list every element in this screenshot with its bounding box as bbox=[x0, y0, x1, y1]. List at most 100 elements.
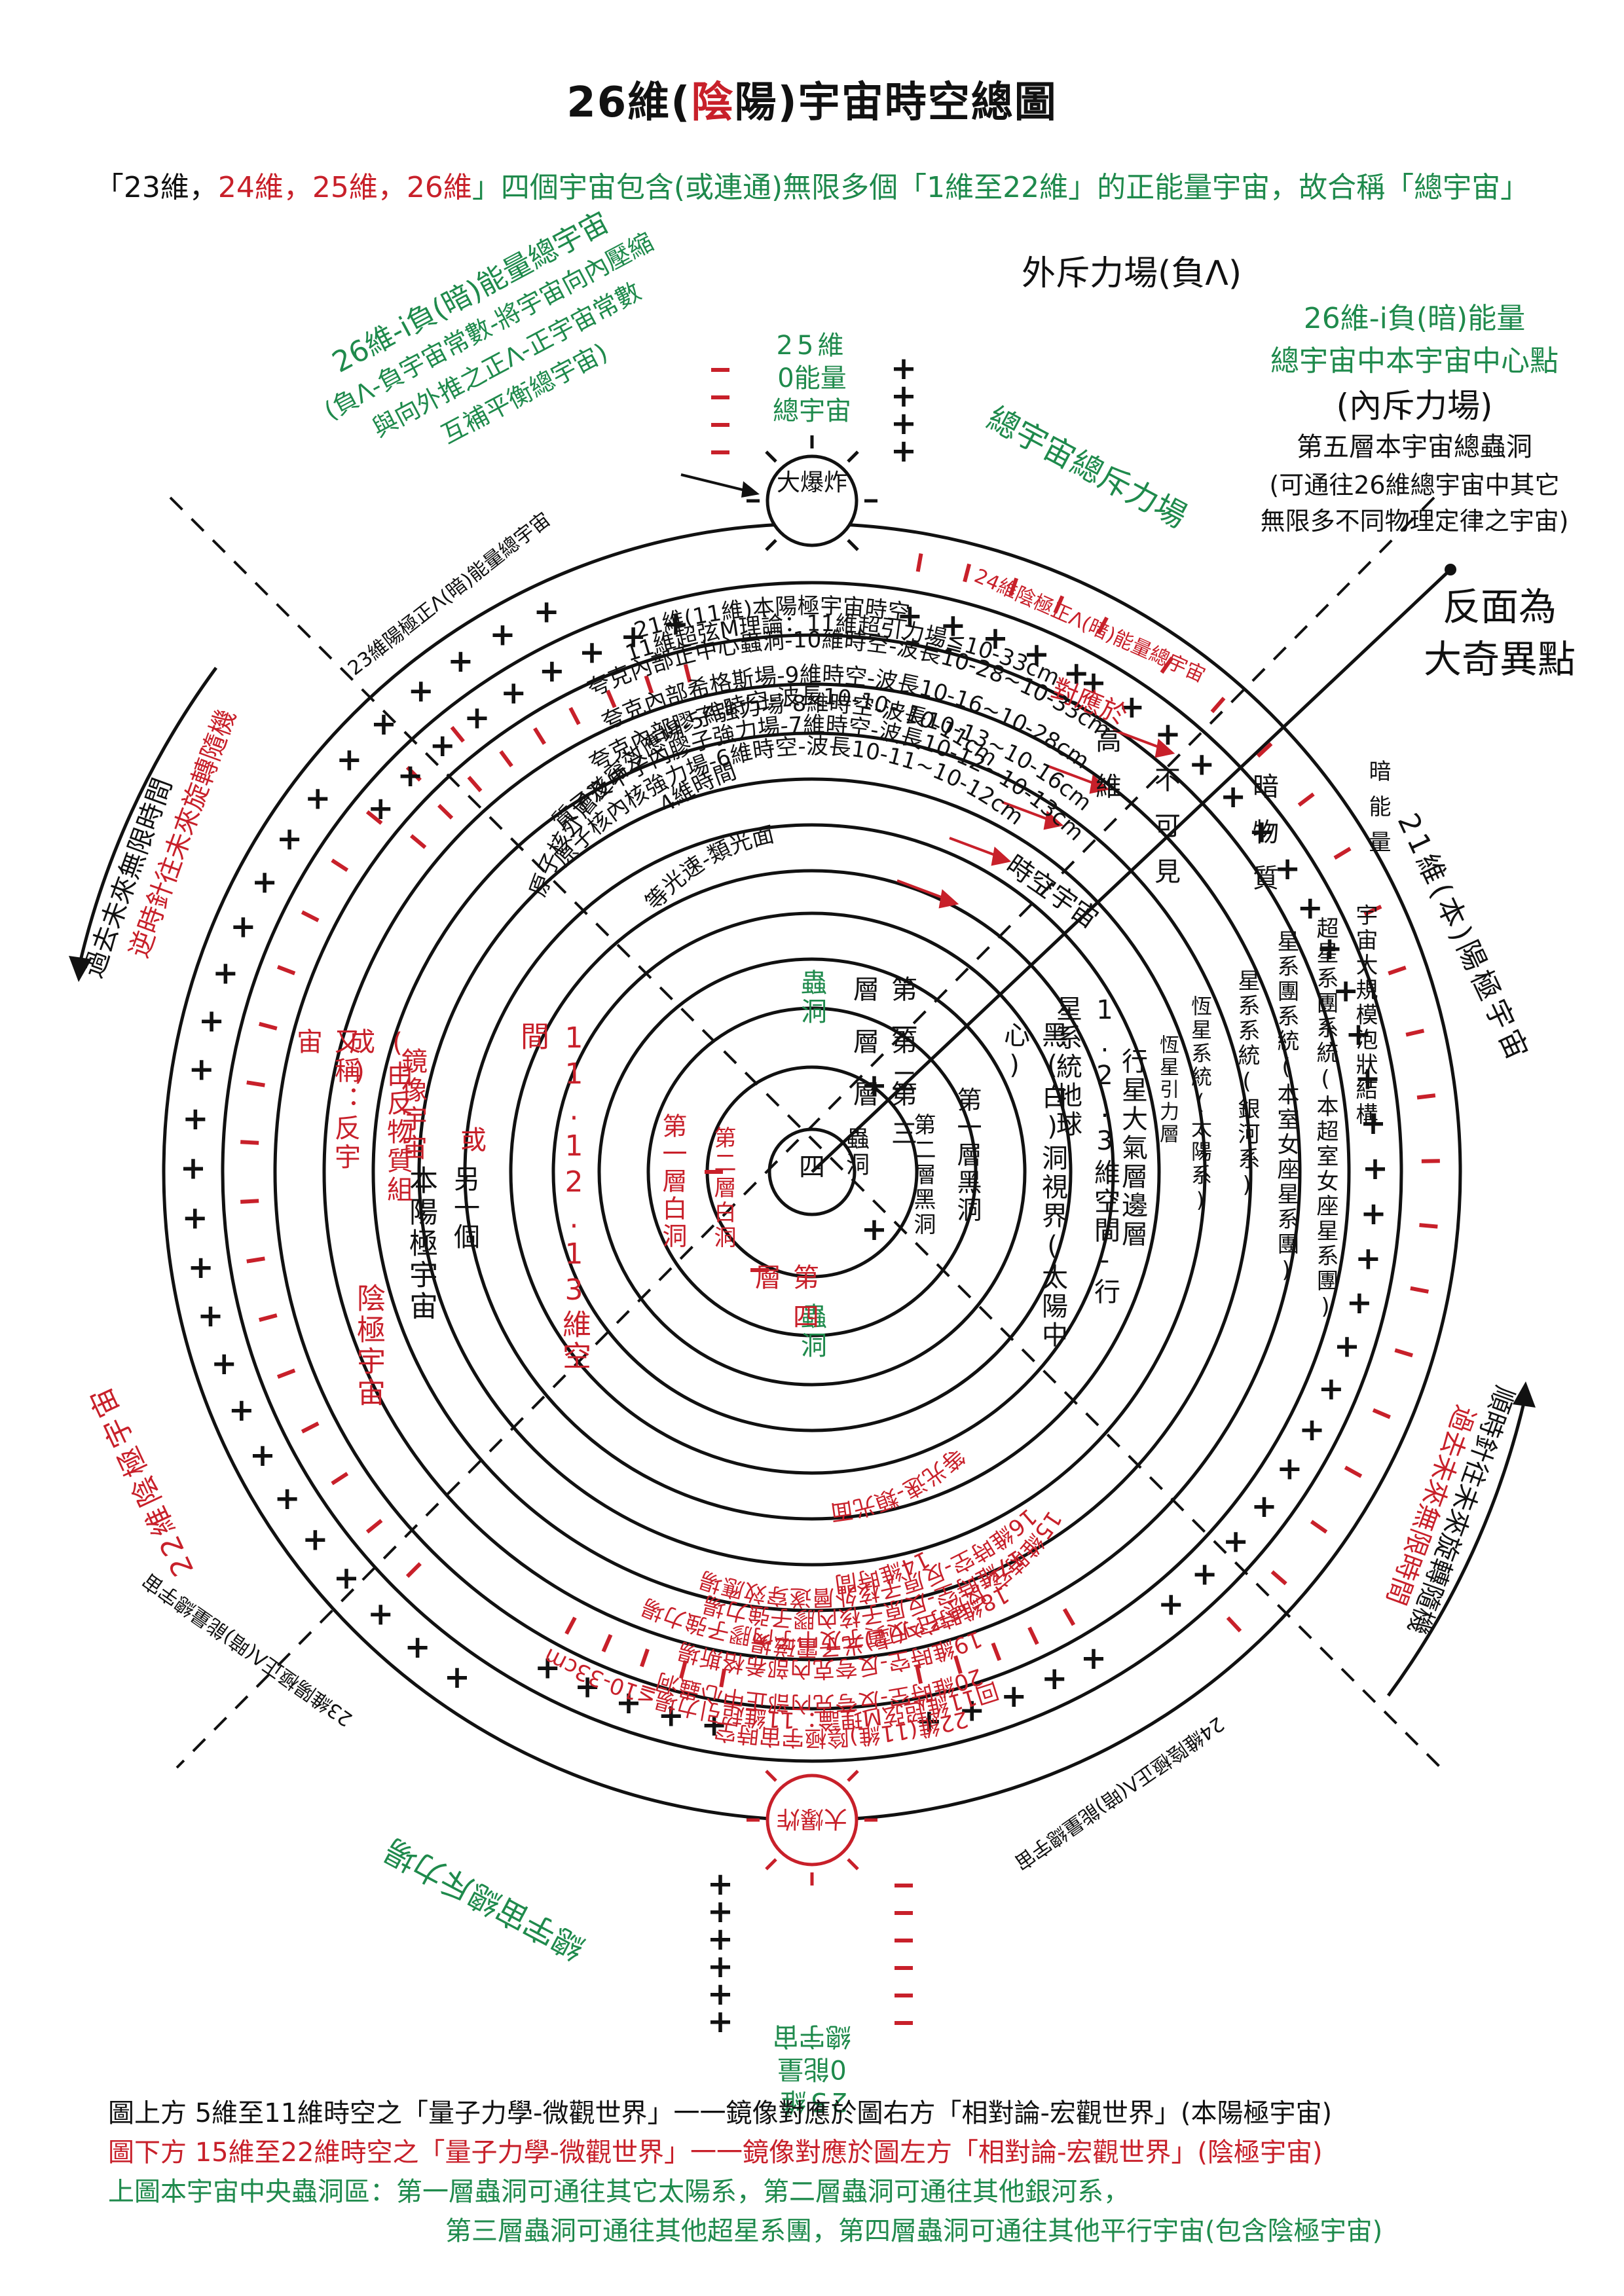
minus-mark bbox=[450, 725, 465, 743]
plus-mark: + bbox=[891, 433, 917, 469]
plus-mark: + bbox=[1251, 1488, 1277, 1525]
minus-mark bbox=[499, 750, 513, 768]
plus-mark: + bbox=[230, 909, 256, 945]
dims-label: 1.2.3維空間-行星系統地球 bbox=[1052, 995, 1120, 1307]
ring-9 bbox=[551, 911, 1073, 1432]
plus-mark: + bbox=[707, 1893, 733, 1930]
plus-mark: + bbox=[534, 1649, 561, 1686]
minus-mark bbox=[991, 1642, 1002, 1662]
plus-mark: + bbox=[707, 1976, 733, 2013]
tr-line-3: (內斥力場) bbox=[1336, 387, 1493, 425]
plus-mark: + bbox=[982, 620, 1008, 657]
footer-line-1: 圖上方 5維至11維時空之「量子力學-微觀世界」一一鏡像對應於圖右方「相對論-宏… bbox=[108, 2098, 1333, 2128]
plus-mark: + bbox=[1345, 1016, 1371, 1053]
minus-mark bbox=[915, 553, 923, 572]
tr-line-4: 第五層本宇宙總蟲洞 bbox=[1297, 432, 1532, 462]
plus-mark: + bbox=[302, 1521, 328, 1558]
plus-mark: + bbox=[333, 1559, 360, 1596]
plus-mark: + bbox=[574, 1669, 600, 1705]
plus-mark: + bbox=[444, 1659, 470, 1696]
minus-mark bbox=[246, 1080, 265, 1087]
title-suffix: 陽)宇宙時空總圖 bbox=[734, 79, 1058, 127]
ring-core bbox=[767, 1127, 857, 1216]
title-highlight: 陰 bbox=[691, 79, 735, 127]
plus-mark: + bbox=[500, 675, 526, 712]
minus-mark bbox=[1053, 595, 1065, 614]
left-red-4: 另一個 bbox=[449, 1165, 479, 1252]
plus-mark: + bbox=[891, 405, 917, 442]
plus-mark: + bbox=[182, 1199, 208, 1236]
page-title: 26維(陰陽)宇宙時空總圖 bbox=[0, 69, 1624, 129]
ring-2 bbox=[221, 581, 1403, 1763]
plus-mark: + bbox=[1001, 1678, 1027, 1715]
plus-mark: + bbox=[616, 1685, 642, 1721]
plus-mark: + bbox=[1080, 665, 1107, 701]
plus-mark: + bbox=[336, 742, 362, 778]
footer-line-2: 圖下方 15維至22維時空之「量子力學-微觀世界」一一鏡像對應於圖左方「相對論-… bbox=[108, 2138, 1323, 2168]
minus-mark bbox=[1210, 697, 1226, 714]
minus-mark bbox=[564, 1616, 577, 1635]
minus-mark bbox=[640, 1649, 650, 1667]
minus-mark bbox=[301, 1421, 320, 1434]
bottom-wormhole: 蟲洞 bbox=[796, 1303, 826, 1360]
minus-mark bbox=[331, 858, 349, 872]
high-dim-label: 高維 bbox=[1091, 727, 1121, 818]
plus-mark: + bbox=[1354, 1061, 1380, 1097]
left-red-1: 又稱：反宇宙 bbox=[292, 1028, 360, 1172]
plus-mark: + bbox=[579, 634, 605, 670]
minus-mark bbox=[301, 910, 320, 922]
subtitle-rest: 」四個宇宙包含(或連通)無限多個「1維至22維」的正能量宇宙，故合稱「總宇宙」 bbox=[471, 171, 1530, 204]
plus-mark: + bbox=[489, 617, 515, 653]
minus-mark bbox=[365, 810, 383, 825]
plus-mark: + bbox=[707, 2003, 733, 2040]
top-center-l1: 25維 bbox=[776, 331, 848, 361]
tr-line-6: 無限多不同物理定律之宇宙) bbox=[1260, 507, 1569, 536]
reverse-line-2: 大奇異點 bbox=[1423, 637, 1576, 682]
plus-mark: + bbox=[1276, 1451, 1302, 1487]
minus-mark bbox=[533, 727, 546, 745]
plus-mark: + bbox=[1297, 890, 1323, 926]
top-big-bang-label: 大爆炸 bbox=[776, 469, 847, 496]
minus-mark bbox=[1372, 1408, 1391, 1419]
plus-mark: + bbox=[1360, 1105, 1386, 1142]
plus-mark: + bbox=[367, 790, 394, 827]
plus-mark: + bbox=[1333, 973, 1359, 1010]
plus-mark: + bbox=[304, 780, 331, 816]
subtitle-open: 「 bbox=[94, 171, 124, 204]
black-hole-1: 第一層黑洞 bbox=[953, 1087, 982, 1224]
plus-mark: + bbox=[198, 1002, 225, 1039]
plus-mark: + bbox=[180, 1150, 206, 1187]
horizon-label: 黑(白)洞視界(太陽中心) bbox=[999, 1021, 1067, 1350]
arrow-to-big-bang bbox=[680, 473, 754, 494]
minus-mark bbox=[1008, 577, 1019, 596]
plus-mark: + bbox=[249, 1437, 276, 1474]
minus-mark bbox=[679, 1660, 688, 1679]
plus-mark: + bbox=[1249, 813, 1275, 850]
plus-mark: + bbox=[371, 706, 397, 742]
minus-mark bbox=[259, 1313, 278, 1322]
dark-energy-label: 暗能量 bbox=[1365, 759, 1391, 866]
minus-mark bbox=[405, 1562, 422, 1578]
minus-mark bbox=[719, 1668, 727, 1688]
plus-mark: + bbox=[891, 378, 917, 414]
ring-7 bbox=[463, 823, 1161, 1521]
cw-arc-arrow bbox=[1386, 1394, 1528, 1697]
plus-mark: + bbox=[1316, 930, 1342, 967]
reverse-arrow-line bbox=[811, 568, 1452, 1173]
minus-mark bbox=[365, 1519, 383, 1534]
subtitle-d24-26: 24維，25維，26維 bbox=[217, 171, 472, 204]
plus-mark: + bbox=[182, 1101, 208, 1137]
top-wormhole: 蟲洞 bbox=[796, 969, 826, 1027]
tr-line-2: 總宇宙中本宇宙中心點 bbox=[1270, 344, 1559, 378]
plus-mark: + bbox=[620, 618, 646, 655]
bottom-big-bang-label: 大爆炸 bbox=[777, 1805, 848, 1832]
right-inner-2: 星系團系統(本室女座星系團) bbox=[1273, 930, 1299, 1286]
plus-mark: + bbox=[1158, 1586, 1184, 1623]
plus-mark: + bbox=[534, 593, 560, 630]
plus-mark: + bbox=[397, 757, 423, 794]
ring-11 bbox=[646, 1006, 978, 1338]
subtitle-d23: 23維， bbox=[123, 171, 218, 204]
plus-mark: + bbox=[276, 821, 303, 858]
plus-mark: + bbox=[211, 1345, 237, 1382]
minus-mark bbox=[644, 675, 654, 694]
